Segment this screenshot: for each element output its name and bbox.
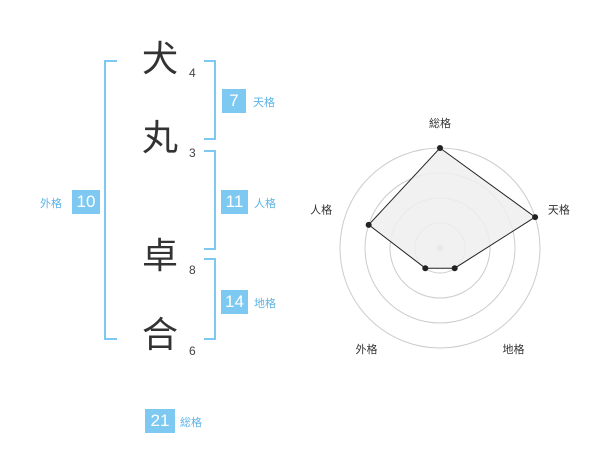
gaikaku-label: 外格 <box>40 197 62 210</box>
radar-point-1 <box>437 145 443 151</box>
name-char-2: 丸 <box>141 118 178 159</box>
radar-axis-label-1: 総格 <box>429 116 451 130</box>
tenkaku-label: 天格 <box>253 96 275 109</box>
soukaku-label: 総格 <box>180 416 202 429</box>
gaikaku-value-badge: 10 <box>72 190 100 214</box>
stroke-count-1: 4 <box>189 66 196 80</box>
tenkaku-bracket <box>204 60 216 140</box>
radar-area <box>367 147 536 269</box>
radar-axis-label-4: 外格 <box>356 342 378 356</box>
stroke-count-4: 6 <box>189 344 196 358</box>
jinkaku-label: 人格 <box>254 197 276 210</box>
radar-point-4 <box>422 265 429 272</box>
radar-point-3 <box>451 265 458 272</box>
soukaku-value-badge: 21 <box>145 409 175 433</box>
name-char-1: 犬 <box>141 39 178 80</box>
jinkaku-value-badge: 11 <box>221 190 248 214</box>
radar-axis-label-3: 地格 <box>503 342 525 356</box>
stroke-count-3: 8 <box>189 263 196 277</box>
gaikaku-bracket <box>104 60 117 340</box>
chikaku-label: 地格 <box>254 297 276 310</box>
radar-axis-label-2: 天格 <box>548 202 570 216</box>
chikaku-value-badge: 14 <box>221 290 248 314</box>
radar-point-2 <box>532 214 539 221</box>
radar-point-5 <box>365 221 372 228</box>
chikaku-bracket <box>204 258 216 340</box>
stroke-count-2: 3 <box>189 146 196 160</box>
radar-axis-label-5: 人格 <box>310 202 332 216</box>
name-char-4: 合 <box>141 315 178 356</box>
tenkaku-value-badge: 7 <box>222 89 246 113</box>
jinkaku-bracket <box>204 150 216 250</box>
name-char-3: 卓 <box>141 236 178 277</box>
